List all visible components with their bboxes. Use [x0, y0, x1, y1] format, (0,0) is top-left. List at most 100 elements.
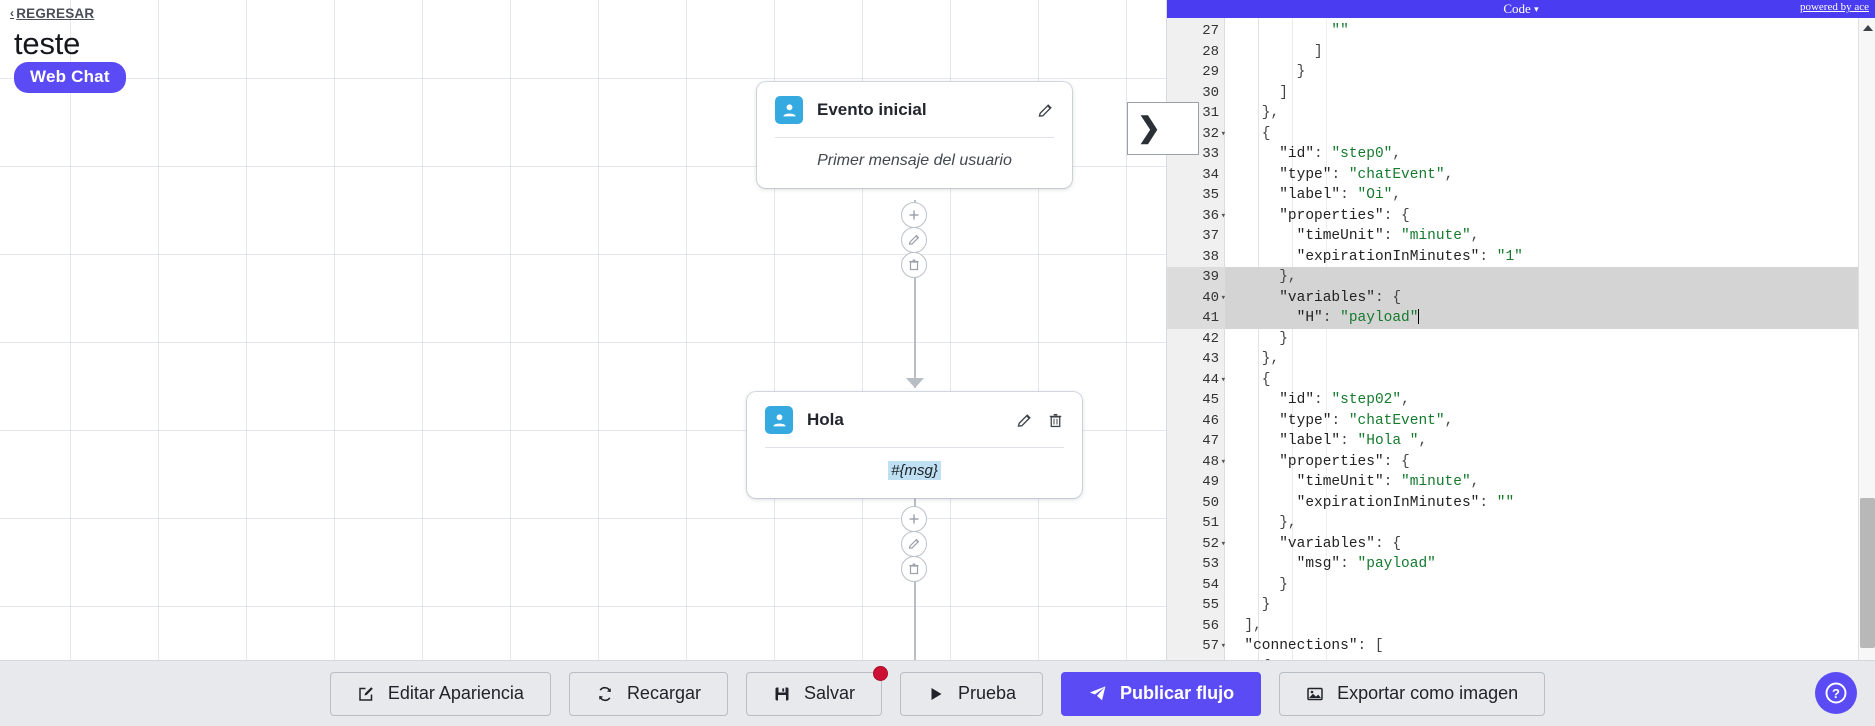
code-line[interactable]: "id": "step0",	[1279, 146, 1402, 162]
fold-toggle-icon[interactable]: ▾	[1220, 641, 1226, 651]
editor-scrollbar[interactable]	[1858, 18, 1875, 660]
code-fold-widget[interactable]: ❯	[1127, 102, 1199, 155]
node-actions[interactable]	[1037, 102, 1054, 119]
code-line[interactable]: },	[1227, 351, 1280, 367]
flow-node-evento-inicial[interactable]: Evento inicial Primer mensaje del usuari…	[757, 82, 1072, 188]
edit-icon[interactable]	[1016, 412, 1033, 429]
exportar-como-imagen-button[interactable]: Exportar como imagen	[1279, 671, 1546, 716]
line-number: 38	[1202, 248, 1219, 265]
fold-toggle-icon[interactable]: ▾	[1220, 292, 1226, 303]
code-line[interactable]: "type": "chatEvent",	[1279, 412, 1454, 429]
connector-actions-2[interactable]	[901, 506, 927, 582]
editor-mode-selector[interactable]: Code ▾	[1167, 0, 1875, 19]
line-number: 49	[1202, 474, 1219, 490]
code-line[interactable]: }	[1227, 330, 1288, 347]
page-title: teste	[14, 26, 81, 61]
line-number: 42	[1202, 330, 1219, 347]
code-line[interactable]: }	[1227, 576, 1288, 593]
button-label: Editar Apariencia	[387, 683, 524, 703]
edit-icon[interactable]	[1037, 102, 1054, 119]
fold-toggle-icon[interactable]: ▾	[1220, 128, 1226, 139]
fold-toggle-icon[interactable]: ▾	[1220, 538, 1226, 549]
editor-toolbar: Code ▾ powered by ace	[1167, 0, 1875, 18]
code-line[interactable]: }	[1227, 597, 1271, 613]
back-link-label: REGRESAR	[16, 6, 95, 21]
text-cursor	[1418, 309, 1420, 324]
recargar-button[interactable]: Recargar	[568, 671, 728, 716]
code-line[interactable]: },	[1225, 267, 1875, 288]
publicar-flujo-button[interactable]: Publicar flujo	[1061, 671, 1262, 716]
code-line[interactable]: "type": "chatEvent",	[1279, 166, 1454, 183]
delete-icon[interactable]	[1047, 412, 1064, 429]
code-line[interactable]: "expirationInMinutes": "1"	[1296, 248, 1523, 265]
code-content[interactable]: "" ] } ] }, { "id": "step0", "type": "ch…	[1225, 18, 1875, 660]
code-line[interactable]: ]	[1227, 43, 1323, 60]
user-avatar-icon	[775, 96, 803, 124]
code-line[interactable]: "expirationInMinutes": ""	[1296, 494, 1515, 511]
node-body: Primer mensaje del usuario	[757, 138, 1072, 188]
line-number: 50	[1202, 494, 1219, 511]
code-line[interactable]: "msg": "payload"	[1296, 556, 1436, 572]
line-number: 58▾	[1167, 657, 1224, 661]
code-line[interactable]: "timeUnit": "minute",	[1296, 474, 1480, 490]
scroll-up-arrow-icon[interactable]	[1863, 25, 1873, 31]
code-line[interactable]: "timeUnit": "minute",	[1296, 228, 1480, 244]
fold-toggle-icon[interactable]: ▾	[1220, 456, 1226, 467]
delete-connector-button[interactable]	[901, 556, 927, 582]
fold-toggle-icon[interactable]: ▾	[1220, 210, 1226, 221]
button-label: Exportar como imagen	[1337, 683, 1519, 703]
prueba-button[interactable]: Prueba	[900, 671, 1044, 716]
code-line[interactable]: ]	[1227, 84, 1288, 101]
add-node-button[interactable]	[901, 506, 927, 532]
code-line[interactable]: },	[1227, 515, 1297, 531]
question-circle-icon: ?	[1825, 682, 1847, 704]
edit-connector-button[interactable]	[901, 531, 927, 557]
code-line[interactable]: "properties": {	[1279, 453, 1410, 470]
refresh-icon	[596, 685, 614, 703]
line-number: 31	[1202, 105, 1219, 121]
line-number: 53	[1202, 556, 1219, 572]
code-line[interactable]: ""	[1331, 23, 1349, 39]
scrollbar-thumb[interactable]	[1860, 498, 1875, 648]
editar-apariencia-button[interactable]: Editar Apariencia	[329, 671, 551, 716]
salvar-button[interactable]: Salvar	[745, 665, 888, 716]
line-number: 55	[1202, 597, 1219, 613]
chevron-down-icon: ▾	[1534, 3, 1539, 14]
code-line[interactable]: ],	[1227, 617, 1262, 634]
flow-canvas[interactable]: ‹ REGRESAR teste Web Chat	[0, 0, 1166, 660]
line-number: 47	[1202, 433, 1219, 449]
code-line[interactable]: {	[1227, 371, 1271, 388]
node-header: Evento inicial	[757, 82, 1072, 137]
connector-actions-1[interactable]	[901, 202, 927, 278]
code-line[interactable]: "connections": [	[1244, 638, 1384, 654]
code-line[interactable]: "label": "Oi",	[1279, 187, 1402, 203]
help-button[interactable]: ?	[1815, 672, 1857, 714]
flow-node-hola[interactable]: Hola	[747, 392, 1082, 498]
code-line[interactable]: },	[1227, 105, 1280, 121]
code-line[interactable]: "label": "Hola ",	[1279, 433, 1428, 449]
fold-toggle-icon[interactable]: ▾	[1221, 657, 1226, 661]
add-node-button[interactable]	[901, 202, 927, 228]
code-line[interactable]: "H": "payload"	[1225, 308, 1875, 329]
node-actions[interactable]	[1016, 412, 1064, 429]
code-line[interactable]: {	[1225, 657, 1875, 661]
edit-connector-button[interactable]	[901, 227, 927, 253]
delete-connector-button[interactable]	[901, 252, 927, 278]
code-line[interactable]: "variables": {	[1279, 535, 1402, 552]
powered-by-link[interactable]: powered by ace	[1799, 1, 1869, 13]
back-link[interactable]: ‹ REGRESAR	[10, 6, 94, 21]
code-line[interactable]: }	[1227, 64, 1306, 80]
edit-icon	[908, 234, 920, 245]
node-body-text: Primer mensaje del usuario	[817, 152, 1012, 169]
code-line[interactable]: "id": "step02",	[1279, 392, 1410, 408]
line-number: 37	[1202, 228, 1219, 244]
connector-line-1	[914, 200, 916, 388]
line-number: 56	[1202, 617, 1219, 634]
code-line[interactable]: "variables": {	[1225, 287, 1875, 308]
fold-toggle-icon[interactable]: ▾	[1220, 374, 1226, 385]
code-line[interactable]: "properties": {	[1279, 207, 1410, 224]
code-line[interactable]: {	[1227, 125, 1271, 142]
